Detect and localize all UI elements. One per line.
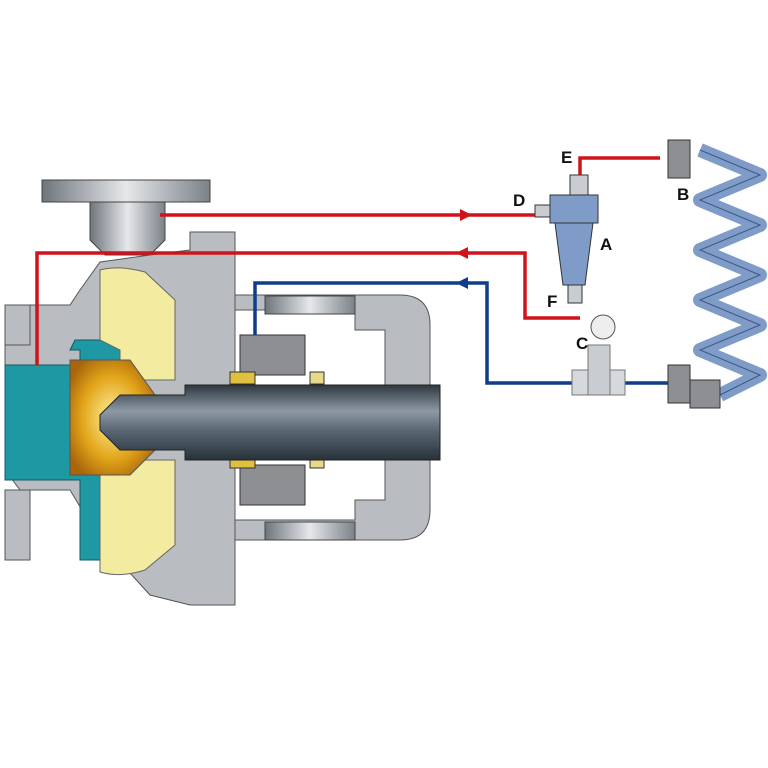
arrow-left-icon bbox=[456, 247, 468, 259]
label-e: E bbox=[561, 148, 572, 167]
cooler-inlet-line bbox=[578, 156, 660, 175]
return-line bbox=[35, 251, 580, 365]
label-a: A bbox=[600, 235, 612, 254]
pressure-valve bbox=[571, 314, 626, 396]
cooling-coil bbox=[667, 139, 767, 409]
arrow-left-icon bbox=[456, 277, 468, 289]
label-f: F bbox=[547, 292, 557, 311]
cyclone-separator bbox=[534, 174, 599, 304]
arrow-right-icon bbox=[460, 209, 472, 221]
pressure-gauge-icon bbox=[590, 314, 616, 340]
cooled-flush-line bbox=[253, 281, 575, 385]
shaft bbox=[99, 384, 441, 461]
label-c: C bbox=[576, 334, 588, 353]
label-d: D bbox=[513, 191, 525, 210]
label-b: B bbox=[677, 185, 689, 204]
